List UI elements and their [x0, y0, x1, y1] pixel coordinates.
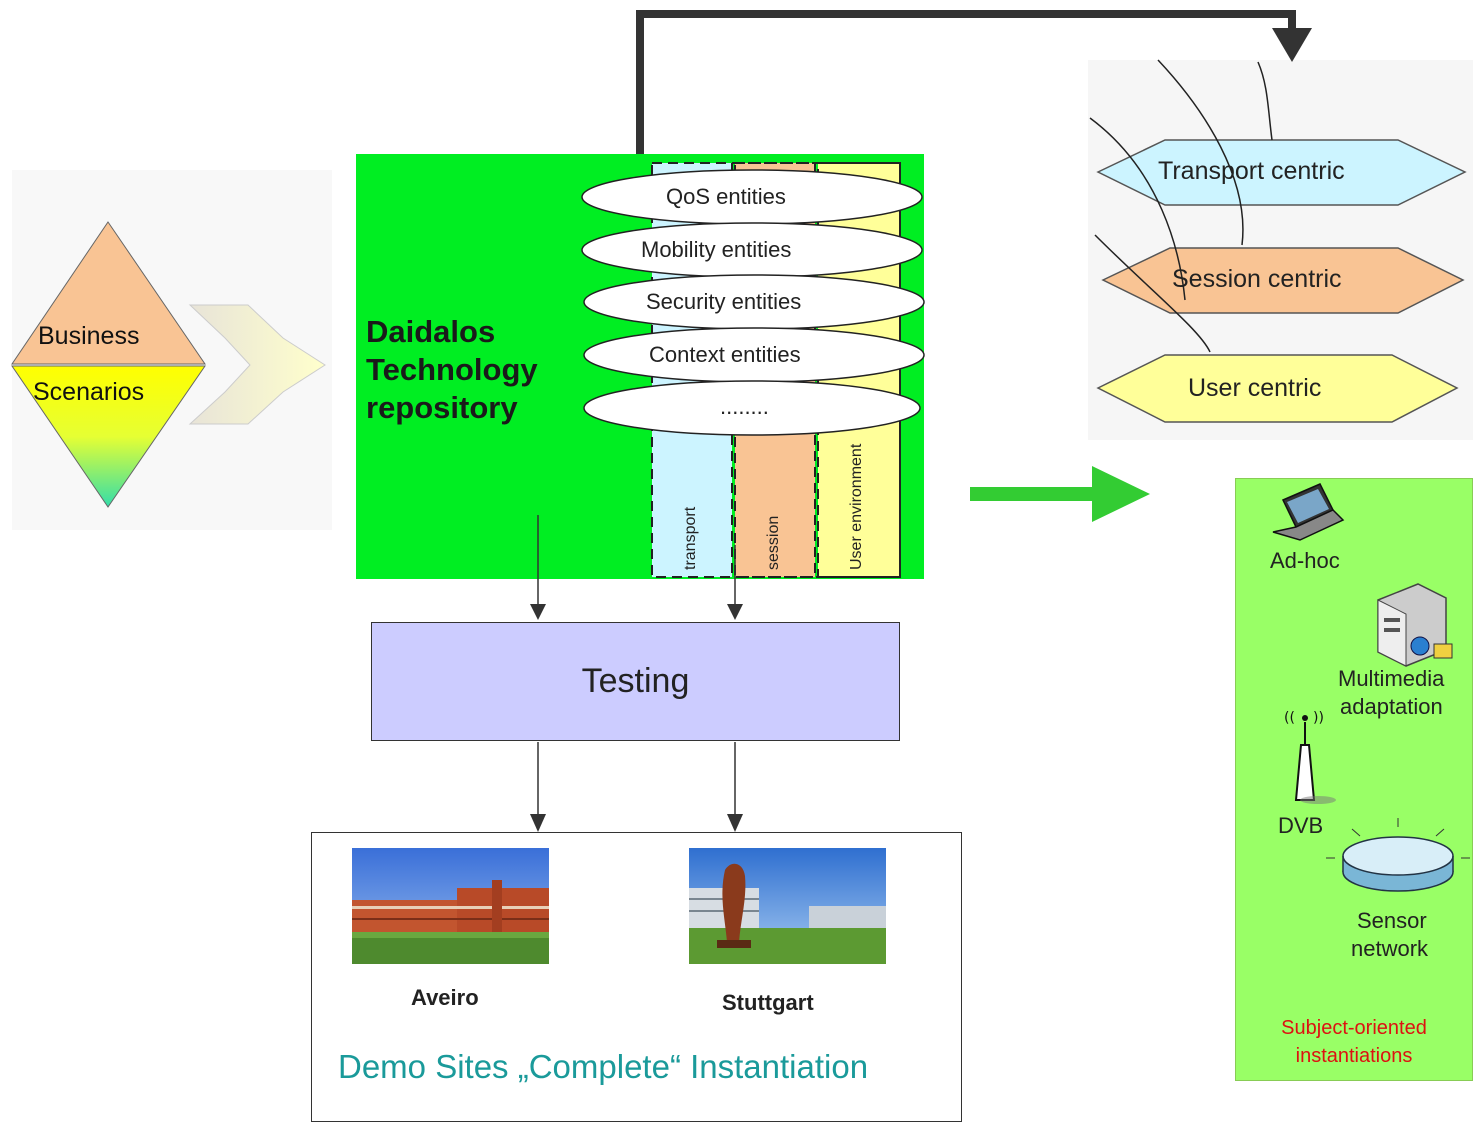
svg-text:)): )): [1313, 710, 1324, 726]
transport-hexagon: [1096, 139, 1467, 206]
arrowhead: [530, 604, 546, 620]
repository-title-line: Technology: [366, 352, 538, 387]
session-hexagon: [1101, 247, 1465, 314]
repository-title: Daidalos Technology repository: [366, 313, 538, 427]
arrowhead: [530, 814, 546, 832]
svg-text:((: ((: [1284, 710, 1295, 726]
aveiro-image: [352, 848, 549, 964]
centric-label-session: Session centric: [1172, 265, 1342, 293]
aveiro-photo: [352, 848, 549, 964]
instantiation-label-network: network: [1351, 936, 1429, 961]
more-ellipse: [583, 380, 921, 436]
footer-line: instantiations: [1295, 1045, 1413, 1067]
business-triangle: [11, 221, 206, 365]
feedback-connector: [636, 10, 1296, 154]
green-arrow-head: [1092, 466, 1150, 522]
centric-label-transport: Transport centric: [1158, 157, 1345, 185]
centric-label-user: User centric: [1188, 374, 1322, 402]
repository-title-line: Daidalos: [366, 314, 496, 349]
instantiation-label-adaptation: adaptation: [1340, 694, 1443, 719]
arrowhead: [727, 604, 743, 620]
user-hexagon: [1096, 354, 1459, 423]
instantiation-label-multimedia: Multimedia: [1338, 666, 1445, 691]
footer-line: Subject-oriented: [1281, 1017, 1427, 1039]
entity-label: ........: [720, 394, 769, 419]
site-label-stuttgart: Stuttgart: [722, 990, 814, 1015]
instantiation-label-sensor: Sensor: [1357, 908, 1427, 933]
stuttgart-photo: [689, 848, 886, 964]
scenarios-triangle: [11, 365, 206, 508]
entity-label: QoS entities: [666, 184, 786, 209]
antenna-icon: (( )): [1284, 710, 1336, 804]
chevron-arrow: [188, 304, 326, 425]
laptop-icon: [1272, 483, 1345, 541]
sensor-network-icon: [1326, 818, 1470, 892]
demo-title: Demo Sites „Complete“ Instantiation: [338, 1048, 869, 1085]
instantiation-label-adhoc: Ad-hoc: [1270, 548, 1340, 573]
arrowhead: [727, 814, 743, 832]
instantiations-panel: [1235, 478, 1473, 1081]
repository-title-line: repository: [366, 390, 518, 425]
site-label-aveiro: Aveiro: [411, 985, 479, 1010]
instantiations-footer: Subject-oriented instantiations: [1245, 1014, 1463, 1070]
entity-label: Security entities: [646, 289, 802, 314]
server-icon: [1377, 583, 1453, 667]
pyramid-top-label: Business: [38, 322, 140, 350]
entity-label: Context entities: [649, 342, 801, 367]
pyramid-bottom-label: Scenarios: [33, 378, 145, 406]
entity-label: Mobility entities: [641, 237, 792, 262]
testing-label: Testing: [581, 662, 690, 700]
testing-box: Testing: [371, 622, 900, 741]
instantiation-label-dvb: DVB: [1278, 813, 1324, 838]
stuttgart-image: [689, 848, 886, 964]
feedback-arrowhead: [1272, 28, 1312, 62]
green-arrow-shaft: [970, 487, 1098, 501]
